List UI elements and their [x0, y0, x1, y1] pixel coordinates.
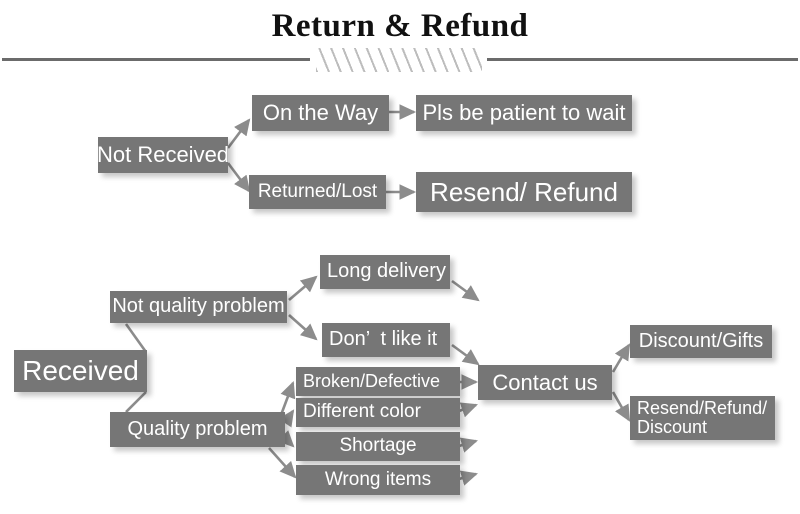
node-not-quality-problem[interactable]: Not quality problem [110, 291, 287, 323]
node-quality-problem[interactable]: Quality problem [110, 412, 285, 447]
node-on-the-way[interactable]: On the Way [252, 95, 389, 131]
arrow-quality-to-different-color [278, 409, 295, 428]
arrow-contact-us-to-resend-refund-discount [611, 391, 631, 422]
divider-line-left [2, 58, 310, 61]
arrow-quality-to-wrong-items [268, 447, 297, 479]
arrow-quality-to-broken-defective [279, 381, 296, 416]
node-resend-refund-discount-line2: Discount [637, 417, 708, 437]
node-contact-us[interactable]: Contact us [478, 365, 612, 400]
node-received[interactable]: Received [14, 350, 147, 392]
line-received-to-quality-problem [125, 391, 147, 413]
node-not-received[interactable]: Not Received [97, 137, 229, 173]
divider-line-right [487, 58, 798, 61]
node-long-delivery[interactable]: Long delivery [320, 255, 450, 289]
node-shortage[interactable]: Shortage [296, 432, 460, 461]
node-different-color[interactable]: Different color [296, 398, 460, 427]
node-discount-gifts[interactable]: Discount/Gifts [630, 325, 772, 358]
arrow-shortage-to-contact-us [458, 437, 478, 453]
node-dont-like-it[interactable]: Don’ t like it [322, 323, 450, 357]
arrow-contact-us-to-discount-gifts [611, 343, 631, 373]
arrow-not-received-to-returned-lost [226, 162, 251, 193]
line-received-to-not-quality-problem [124, 323, 148, 353]
arrow-wrong-items-to-contact-us [458, 470, 478, 486]
node-returned-lost[interactable]: Returned/Lost [249, 175, 386, 209]
arrow-different-color-to-contact-us [458, 402, 478, 418]
node-resend-refund-discount[interactable]: Resend/Refund/ Discount [630, 396, 775, 440]
arrow-dont-like-it-to-contact-us [451, 343, 480, 366]
node-resend-refund[interactable]: Resend/ Refund [416, 172, 632, 212]
node-resend-refund-discount-line1: Resend/Refund/ [637, 397, 768, 418]
page-title: Return & Refund [271, 8, 529, 44]
arrow-long-delivery-to-contact-us [451, 279, 480, 302]
arrow-not-quality-to-dont-like-it [288, 314, 318, 341]
arrow-not-quality-to-long-delivery [288, 275, 318, 301]
node-pls-be-patient-to-wait[interactable]: Pls be patient to wait [416, 95, 632, 131]
arrow-not-received-to-on-the-way [226, 118, 251, 149]
node-broken-defective[interactable]: Broken/Defective [296, 367, 460, 396]
node-wrong-items[interactable]: Wrong items [296, 465, 460, 495]
hatch-ornament-icon [316, 48, 482, 72]
arrow-quality-to-shortage [277, 430, 295, 448]
